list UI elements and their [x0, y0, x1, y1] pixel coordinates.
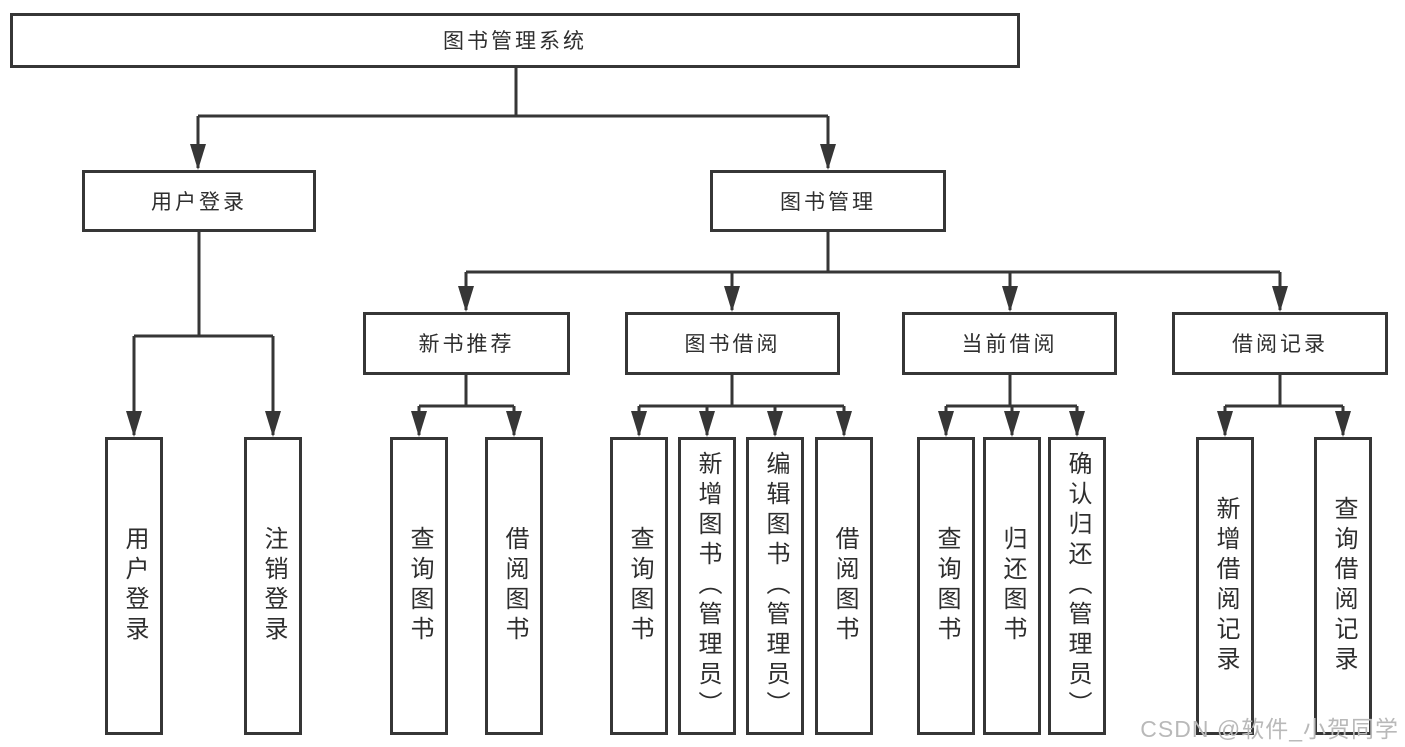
leaf-query-books-borrow: 查询图书 [610, 437, 668, 735]
arrowheads [126, 144, 1351, 437]
node-new-book-recommend: 新书推荐 [363, 312, 570, 375]
node-current-borrow: 当前借阅 [902, 312, 1117, 375]
leaf-borrow-books-recommend: 借阅图书 [485, 437, 543, 735]
connector-paths [132, 68, 1345, 435]
leaf-user-login: 用户登录 [105, 437, 163, 735]
leaf-add-books-admin: 新增图书（管理员） [678, 437, 736, 735]
node-root: 图书管理系统 [10, 13, 1020, 68]
node-user-login: 用户登录 [82, 170, 316, 232]
node-borrow-records: 借阅记录 [1172, 312, 1388, 375]
leaf-logout: 注销登录 [244, 437, 302, 735]
leaf-borrow-books: 借阅图书 [815, 437, 873, 735]
leaf-query-borrow-record: 查询借阅记录 [1314, 437, 1372, 735]
watermark-text: CSDN @软件_小贺同学 [1140, 716, 1399, 742]
leaf-edit-books-admin: 编辑图书（管理员） [746, 437, 804, 735]
leaf-add-borrow-record: 新增借阅记录 [1196, 437, 1254, 735]
node-book-borrow: 图书借阅 [625, 312, 840, 375]
leaf-confirm-return-admin: 确认归还（管理员） [1048, 437, 1106, 735]
leaf-query-books-recommend: 查询图书 [390, 437, 448, 735]
leaf-return-books: 归还图书 [983, 437, 1041, 735]
node-book-management: 图书管理 [710, 170, 946, 232]
leaf-query-books-current: 查询图书 [917, 437, 975, 735]
